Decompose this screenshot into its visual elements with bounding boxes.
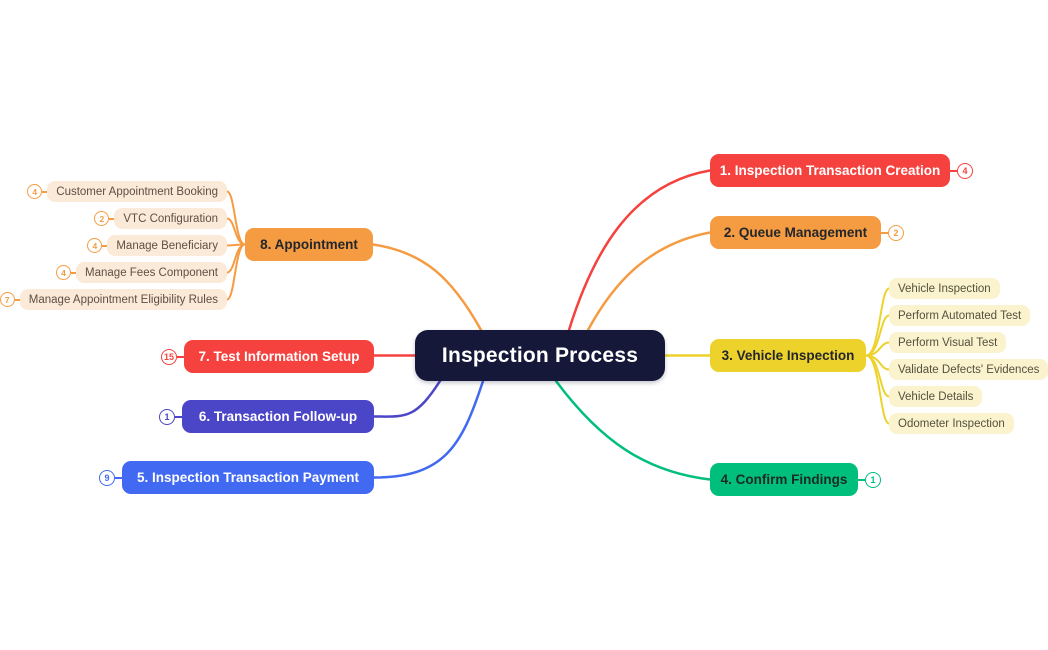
branch-3-row: 3. Vehicle Inspection — [710, 339, 866, 372]
b3-child-row: Vehicle Details — [889, 386, 983, 407]
link-b8-child-5 — [226, 243, 246, 301]
branch-4-label: 4. Confirm Findings — [720, 472, 848, 487]
branch-7-label: 7. Test Information Setup — [198, 349, 360, 364]
child-node-odometer-inspection[interactable]: Odometer Inspection — [889, 413, 1014, 434]
b3-child-row: Perform Automated Test — [889, 305, 1031, 326]
branch-5-label: 5. Inspection Transaction Payment — [136, 470, 360, 485]
b8-child-3-count-badge[interactable]: 4 — [87, 238, 103, 253]
b8-child-2-badge-dash — [109, 217, 115, 220]
b3-child-row: Perform Visual Test — [889, 332, 1007, 353]
branch-7-badge-dash — [177, 355, 184, 358]
branch-4-badge-dash — [858, 478, 865, 481]
b8-child-1-badge-dash — [42, 190, 48, 193]
b8-child-3-badge-dash — [102, 244, 108, 247]
b8-child-1-count-badge[interactable]: 4 — [27, 184, 43, 199]
b8-child-5-badge-dash — [14, 298, 20, 301]
branch-5-count-badge[interactable]: 9 — [99, 469, 115, 486]
b3-child-row: Odometer Inspection — [889, 413, 1014, 434]
branch-node-transaction-follow-up[interactable]: 6. Transaction Follow-up — [182, 400, 374, 433]
branch-8-row: 8. Appointment — [245, 228, 373, 261]
branch-7-row: 15 7. Test Information Setup — [161, 340, 374, 373]
branch-node-queue-management[interactable]: 2. Queue Management — [710, 216, 881, 249]
root-node-label: Inspection Process — [441, 343, 639, 367]
child-node-manage-beneficiary[interactable]: Manage Beneficiary — [107, 235, 227, 256]
link-branch-1 — [567, 169, 712, 332]
root-node[interactable]: Inspection Process — [415, 330, 665, 381]
b8-child-5-count-badge[interactable]: 7 — [0, 292, 15, 307]
link-b8-child-1 — [226, 190, 246, 246]
branch-2-badge-dash — [881, 231, 888, 234]
child-node-vehicle-inspection[interactable]: Vehicle Inspection — [889, 278, 1000, 299]
branch-2-count-badge[interactable]: 2 — [888, 224, 904, 241]
child-node-perform-visual-test[interactable]: Perform Visual Test — [889, 332, 1007, 353]
child-node-perform-automated-test[interactable]: Perform Automated Test — [889, 305, 1031, 326]
child-node-manage-fees-component[interactable]: Manage Fees Component — [76, 262, 227, 283]
child-node-vtc-configuration[interactable]: VTC Configuration — [114, 208, 227, 229]
b8-child-2-count-badge[interactable]: 2 — [94, 211, 110, 226]
link-branch-5 — [372, 379, 485, 479]
child-node-manage-appointment-eligibility-rules[interactable]: Manage Appointment Eligibility Rules — [19, 289, 227, 310]
branch-node-confirm-findings[interactable]: 4. Confirm Findings — [710, 463, 858, 496]
branch-node-vehicle-inspection[interactable]: 3. Vehicle Inspection — [710, 339, 866, 372]
link-b3-child-6 — [865, 354, 890, 425]
b8-child-4-badge-dash — [71, 271, 77, 274]
b8-child-row: 2 VTC Configuration — [94, 208, 227, 229]
b3-child-row: Validate Defects' Evidences — [889, 359, 1048, 380]
link-branch-4 — [554, 379, 712, 481]
link-b3-child-1 — [865, 287, 890, 357]
branch-7-count-badge[interactable]: 15 — [161, 348, 177, 365]
child-node-validate-defects-evidences[interactable]: Validate Defects' Evidences — [889, 359, 1048, 380]
branch-6-badge-dash — [175, 415, 182, 418]
b8-child-4-count-badge[interactable]: 4 — [56, 265, 72, 280]
branch-1-row: 1. Inspection Transaction Creation 4 — [710, 154, 973, 187]
branch-5-row: 9 5. Inspection Transaction Payment — [99, 461, 374, 494]
branch-2-label: 2. Queue Management — [723, 225, 868, 240]
child-node-vehicle-details[interactable]: Vehicle Details — [889, 386, 983, 407]
branch-8-label: 8. Appointment — [260, 237, 358, 252]
branch-4-count-badge[interactable]: 1 — [865, 471, 881, 488]
branch-node-appointment[interactable]: 8. Appointment — [245, 228, 373, 261]
link-branch-8 — [371, 243, 483, 332]
branch-2-row: 2. Queue Management 2 — [710, 216, 904, 249]
branch-node-inspection-transaction-payment[interactable]: 5. Inspection Transaction Payment — [122, 461, 374, 494]
b8-child-row: 7 Manage Appointment Eligibility Rules — [0, 289, 227, 310]
branch-1-label: 1. Inspection Transaction Creation — [719, 163, 941, 178]
branch-1-count-badge[interactable]: 4 — [957, 162, 973, 179]
branch-node-inspection-transaction-creation[interactable]: 1. Inspection Transaction Creation — [710, 154, 950, 187]
branch-4-row: 4. Confirm Findings 1 — [710, 463, 881, 496]
branch-3-label: 3. Vehicle Inspection — [721, 348, 855, 363]
branch-5-badge-dash — [115, 476, 122, 479]
b8-child-row: 4 Manage Fees Component — [56, 262, 227, 283]
child-node-customer-appointment-booking[interactable]: Customer Appointment Booking — [47, 181, 227, 202]
branch-node-test-information-setup[interactable]: 7. Test Information Setup — [184, 340, 374, 373]
branch-6-count-badge[interactable]: 1 — [159, 408, 175, 425]
link-branch-6 — [372, 379, 442, 418]
branch-1-badge-dash — [950, 169, 957, 172]
branch-6-row: 1 6. Transaction Follow-up — [159, 400, 374, 433]
b8-child-row: 4 Customer Appointment Booking — [27, 181, 227, 202]
branch-6-label: 6. Transaction Follow-up — [198, 409, 358, 424]
link-branch-2 — [586, 231, 712, 332]
b8-child-row: 4 Manage Beneficiary — [87, 235, 227, 256]
b3-child-row: Vehicle Inspection — [889, 278, 1000, 299]
